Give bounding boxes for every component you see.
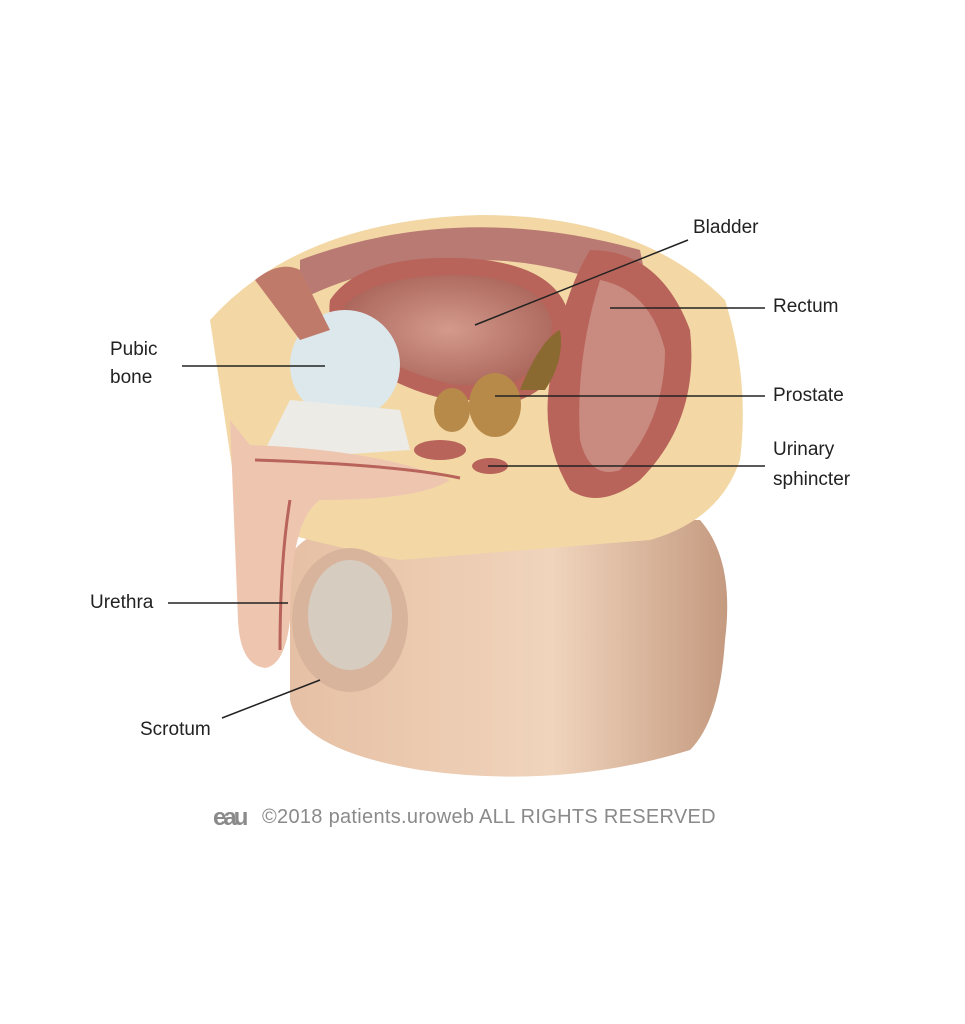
penis-shape <box>230 420 450 668</box>
pubic-bone-shape <box>290 310 400 420</box>
label-bladder: Bladder <box>693 217 759 238</box>
label-pubic-bone-2: bone <box>110 367 153 388</box>
label-urinary-sphincter-2: sphincter <box>773 469 851 490</box>
label-pubic-bone-1: Pubic <box>110 339 158 360</box>
label-urethra: Urethra <box>90 592 154 613</box>
label-prostate: Prostate <box>773 385 844 406</box>
copyright-text: ©2018 patients.uroweb ALL RIGHTS RESERVE… <box>262 806 716 828</box>
eau-logo: eau <box>213 804 248 831</box>
label-rectum: Rectum <box>773 296 839 317</box>
leader-lines <box>168 239 765 719</box>
label-scrotum: Scrotum <box>140 719 211 740</box>
testis-shape <box>308 560 392 670</box>
label-urinary-sphincter-1: Urinary <box>773 439 835 460</box>
prostate-shape <box>469 373 521 437</box>
